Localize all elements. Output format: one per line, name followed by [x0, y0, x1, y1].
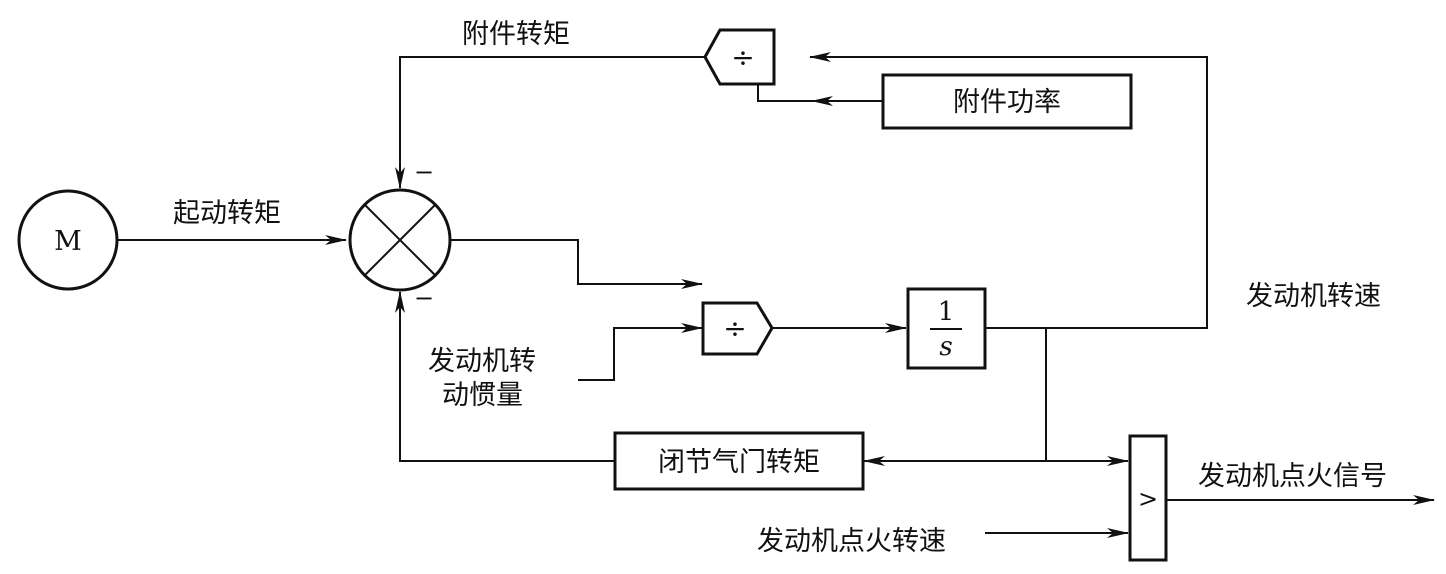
accessory-power-line	[757, 84, 882, 102]
accessory-power-block: 附件功率	[881, 73, 1133, 130]
accessory-power-label: 附件功率	[953, 87, 1061, 118]
inertia-label-line1: 发动机转	[428, 346, 536, 377]
accessory-torque-line	[395, 56, 705, 189]
closed-throttle-box	[613, 431, 865, 491]
integrator-box	[906, 287, 987, 370]
comparator-block: >	[1128, 434, 1168, 562]
comparator-symbol: >	[1138, 485, 1158, 513]
inertia-input-line	[578, 323, 703, 381]
comparator-box	[1128, 434, 1168, 562]
speed-divider-symbol: ÷	[723, 312, 746, 345]
speed-divider-shape	[701, 301, 774, 356]
summing-cross-b	[364, 204, 436, 276]
engine-speed-feedback-line	[809, 52, 1208, 329]
engine-speed-label: 发动机转速	[1246, 281, 1381, 312]
integrator-denominator: s	[939, 332, 952, 362]
accessory-torque-label: 附件转矩	[462, 19, 570, 50]
motor-block: M	[17, 189, 119, 291]
motor-circle	[17, 189, 119, 291]
integrator-numerator: 1	[938, 297, 955, 327]
ignition-signal-label: 发动机点火信号	[1198, 461, 1387, 492]
signal-lines	[118, 52, 1435, 538]
inertia-label-line2: 动惯量	[442, 380, 523, 411]
accessory-divider-shape	[703, 28, 776, 86]
closed-throttle-block: 闭节气门转矩	[613, 431, 865, 491]
motor-symbol: M	[54, 226, 82, 257]
accessory-power-box	[881, 73, 1133, 130]
summing-junction	[348, 188, 452, 292]
closed-throttle-label: 闭节气门转矩	[658, 447, 820, 478]
ignition-speed-label: 发动机点火转速	[757, 526, 946, 557]
sum-output-line	[450, 239, 703, 289]
speed-divider-block: ÷	[701, 301, 774, 356]
integrator-block: 1 s	[906, 287, 987, 370]
starting-torque-label: 起动转矩	[173, 198, 281, 229]
accessory-divider-block: ÷	[703, 28, 776, 86]
closed-throttle-torque-line	[395, 291, 614, 462]
accessory-divider-symbol: ÷	[731, 41, 754, 74]
minus-sign-top: −	[414, 158, 434, 186]
minus-sign-bottom: −	[414, 284, 434, 312]
